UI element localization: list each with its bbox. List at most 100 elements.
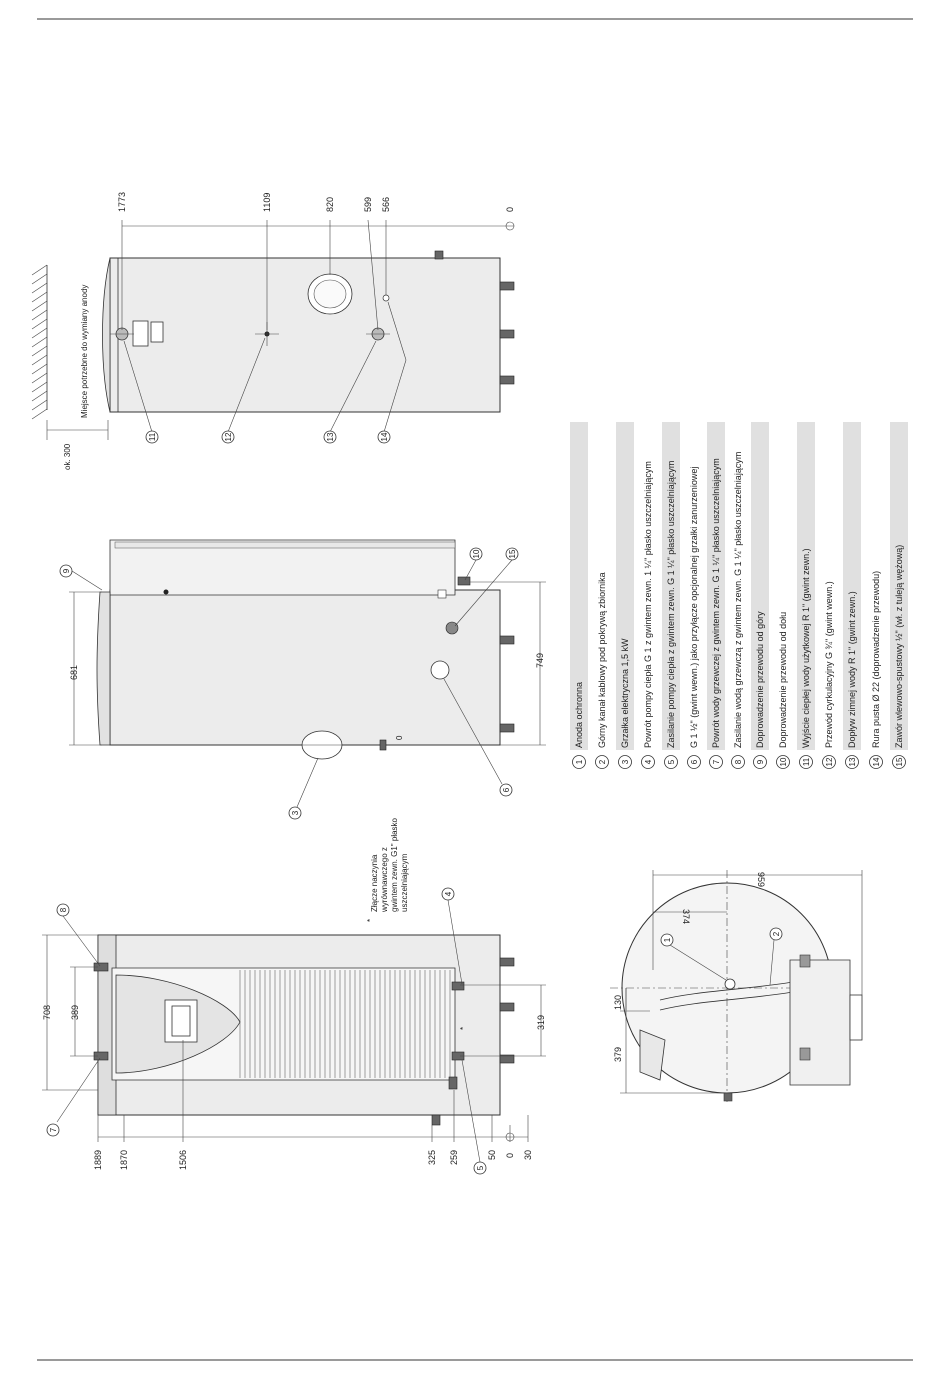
legend-text: Powrót pompy ciepła G 1 z gwintem zewn. … <box>643 461 653 748</box>
side-view: 0 681 749 9 10 15 3 6 <box>59 539 546 820</box>
legend-number: 8 <box>734 759 743 764</box>
controller-display <box>164 999 198 1043</box>
callout-15: 15 <box>508 549 517 558</box>
dim-959: 959 <box>756 872 766 887</box>
side-zero: 0 <box>395 735 404 740</box>
front-pipe-a <box>499 957 515 967</box>
bottom-rule <box>37 1359 913 1361</box>
callout-12: 12 <box>224 432 233 441</box>
clearance-label: ok. 300 <box>63 443 72 470</box>
legend-number: 13 <box>848 757 857 766</box>
dim-1889: 1889 <box>93 1150 103 1170</box>
dim-820: 820 <box>325 197 335 212</box>
legend-number-circle <box>869 755 883 769</box>
top-cable-channel <box>659 979 806 1001</box>
legend-text: Górny kanał kablowy pod pokrywą zbiornik… <box>597 572 607 748</box>
rear-pipe-c <box>499 375 515 385</box>
connector-4 <box>451 981 465 991</box>
front-view: 1889 1870 1506 325 259 50 0 30 708 389 3… <box>42 817 546 1175</box>
drain-valve-15 <box>445 621 459 635</box>
legend-band <box>707 422 725 750</box>
callout-4: 4 <box>444 891 453 896</box>
legend-text: Przewód cyrkulacyjny G ¾" (gwint wewn.) <box>824 581 834 748</box>
top-module-left <box>639 1029 666 1081</box>
dim-130: 130 <box>613 995 623 1010</box>
controller-screen <box>171 1005 191 1037</box>
dim-1109: 1109 <box>262 193 272 212</box>
front-feet-a <box>431 1114 441 1126</box>
callout-3: 3 <box>291 810 300 815</box>
legend-number: 6 <box>690 759 699 764</box>
top-module-right <box>789 959 851 1086</box>
callout-5: 5 <box>476 1165 485 1170</box>
legend-number-circle <box>709 755 723 769</box>
callout-7: 7 <box>49 1127 58 1132</box>
legend-number: 14 <box>872 757 881 766</box>
dim-389: 389 <box>70 1005 80 1020</box>
legend-text: Powrót wody grzewczej z gwintem zewn. G … <box>711 458 721 748</box>
rear-view: 1773 1109 820 599 566 0 ok. 300 Miejsce … <box>31 192 515 470</box>
legend-band <box>797 422 815 750</box>
legend-item-2: 2 Górny kanał kablowy pod pokrywą zbiorni… <box>595 572 609 769</box>
top-handle <box>849 994 863 1041</box>
dim-319: 319 <box>536 1015 546 1030</box>
dim-566: 566 <box>381 197 391 212</box>
side-pipe-c <box>457 576 471 586</box>
legend-text: Doprowadzenie przewodu od dołu <box>778 612 788 748</box>
legend-number-circle <box>892 755 906 769</box>
front-pipe-c <box>499 1054 515 1064</box>
callout-8: 8 <box>59 907 68 912</box>
dim-30: 30 <box>523 1150 533 1160</box>
legend-text: Wyjście ciepłej wody użytkowej R 1" (gwi… <box>801 548 811 748</box>
rear-pipe-b <box>499 329 515 339</box>
anode-space-label: Miejsce potrzebne do wymiany anody <box>80 285 89 418</box>
legend-number-circle <box>822 755 836 769</box>
legend-band <box>751 422 769 750</box>
legend-number-circle <box>618 755 632 769</box>
rear-tank-body <box>109 257 501 413</box>
legend-band <box>570 422 588 750</box>
callout-10: 10 <box>472 549 481 558</box>
side-port-a <box>437 589 447 599</box>
rear-port-14 <box>382 294 390 302</box>
note-asterisk: * <box>366 919 375 922</box>
rear-bracket-b <box>150 321 164 343</box>
callout-11: 11 <box>148 432 157 441</box>
dim-599: 599 <box>363 197 373 212</box>
note-line-2: wyrównawczego z <box>380 847 389 913</box>
callout-1: 1 <box>663 937 672 942</box>
legend-item-5: 5 Zasilanie pompy ciepła z gwintem zewn. … <box>662 422 680 769</box>
dim-1773: 1773 <box>117 192 127 212</box>
legend-text: Dopływ zimnej wody R 1" (gwint zewn.) <box>847 591 857 748</box>
legend-number: 5 <box>667 759 676 764</box>
legend-text: Zawór wlewowo-spustowy ½" (wł. z tuleją … <box>894 545 904 748</box>
legend-number-circle <box>845 755 859 769</box>
dim-325: 325 <box>427 1150 437 1165</box>
legend-number: 2 <box>598 759 607 764</box>
side-pipe-b <box>499 723 515 733</box>
dim-749: 749 <box>535 653 545 668</box>
legend-number: 15 <box>895 757 904 766</box>
legend-number-circle <box>776 755 790 769</box>
legend-number-circle <box>572 755 586 769</box>
legend-text: Rura pusta Ø 22 (doprowadzenie przewodu) <box>871 571 881 748</box>
top-anode <box>724 978 736 990</box>
dim-1870: 1870 <box>119 1150 129 1170</box>
legend-number: 3 <box>621 759 630 764</box>
dim-1506: 1506 <box>178 1150 188 1170</box>
dim-50: 50 <box>487 1150 497 1160</box>
side-foot <box>379 739 387 751</box>
legend-number: 4 <box>644 759 653 764</box>
dim-681: 681 <box>69 665 79 680</box>
dim-259: 259 <box>449 1150 459 1165</box>
rear-top-stub <box>434 250 444 260</box>
legend-item-13: 13 Dopływ zimnej wody R 1" (gwint zewn.) <box>843 422 861 769</box>
note-line-1: Złącze naczynia <box>370 854 379 912</box>
legend-text: Zasilanie pompy ciepła z gwintem zewn. G… <box>666 461 676 748</box>
